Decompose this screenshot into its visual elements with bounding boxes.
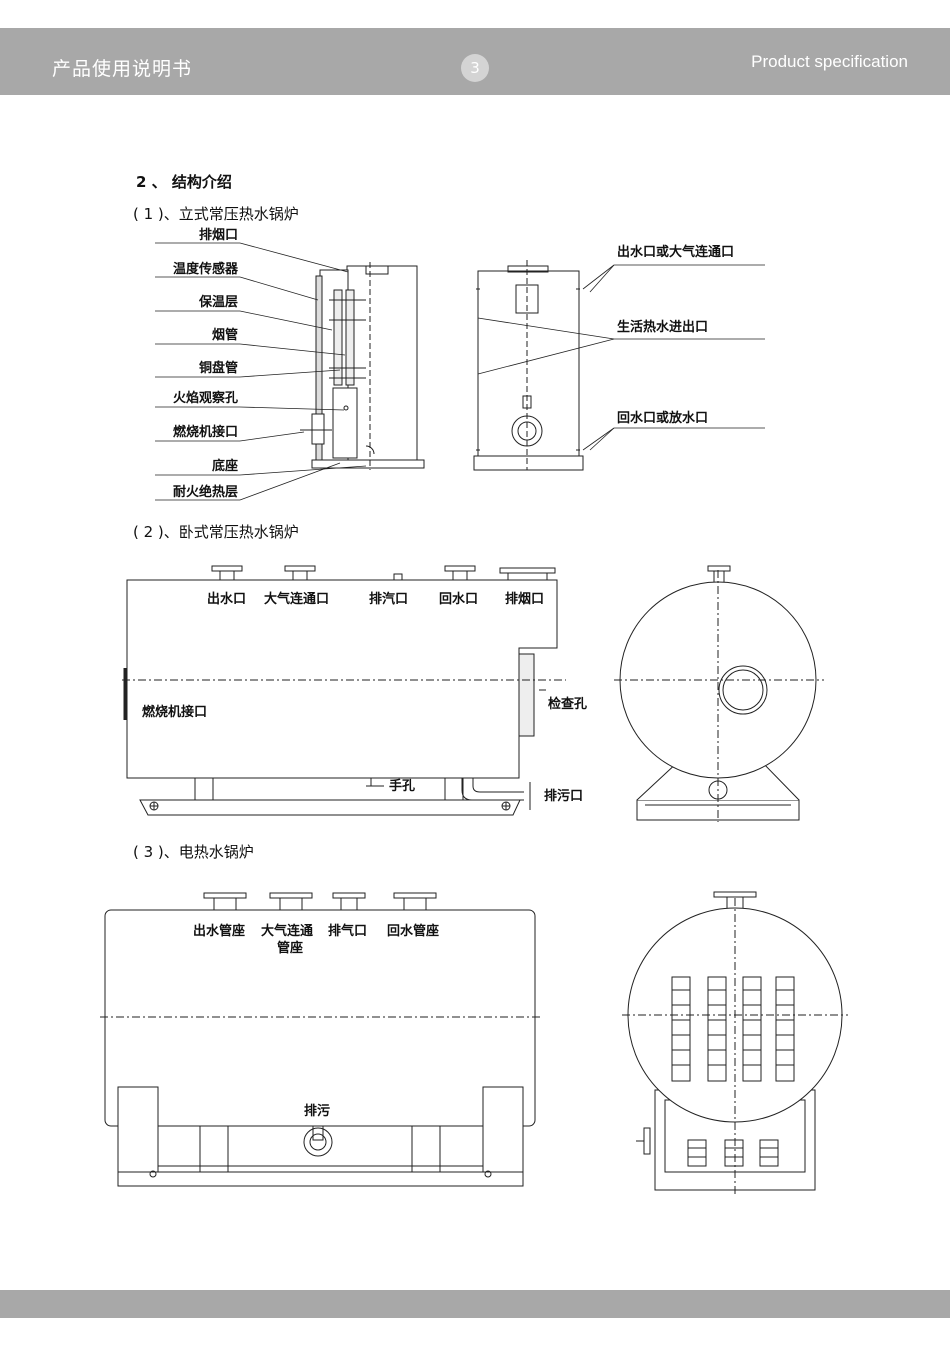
electric-boiler-side-view (100, 892, 540, 1187)
label-handhole: 手孔 (389, 778, 415, 794)
label-air-vent: 排气口 (328, 923, 367, 939)
label-water-outlet: 出水口 (207, 591, 246, 607)
label-atmosphere-vent: 大气连通口 (264, 591, 329, 607)
page-number-badge: 3 (461, 54, 489, 82)
label-refractory-layer: 耐火绝热层 (173, 484, 238, 500)
label-flue: 排烟口 (505, 591, 544, 607)
horizontal-boiler-end-view (614, 565, 824, 822)
label-base: 底座 (212, 458, 238, 474)
page-header: 产品使用说明书 3 Product specification (0, 28, 950, 95)
header-title-cn: 产品使用说明书 (52, 58, 193, 80)
label-blowdown: 排污 (304, 1103, 330, 1119)
vertical-boiler-leaders (155, 242, 765, 501)
label-temperature-sensor: 温度传感器 (173, 261, 239, 277)
label-steam-vent: 排汽口 (369, 591, 408, 607)
label-vent-nozzle-line2: 管座 (277, 940, 303, 956)
page-footer-bar (0, 1290, 950, 1318)
horizontal-boiler-heading: ( 2 )、卧式常压热水锅炉 (133, 523, 299, 541)
vertical-boiler-side-view (300, 262, 425, 470)
vertical-boiler-heading: ( 1 )、立式常压热水锅炉 (133, 205, 299, 223)
label-smoke-tube: 烟管 (212, 327, 238, 343)
horizontal-boiler-side-view (122, 565, 566, 816)
label-vent-nozzle: 大气连通 (261, 923, 313, 939)
vertical-boiler-front-view (473, 260, 584, 471)
electric-boiler-labels: 出水管座 大气连通 管座 排气口 回水管座 排污 (193, 923, 439, 1119)
label-water-return: 回水口 (439, 591, 478, 607)
vertical-boiler-right-labels: 出水口或大气连通口 生活热水进出口 回水口或放水口 (617, 244, 734, 426)
vertical-boiler-left-labels: 排烟口 温度传感器 保温层 烟管 铜盘管 火焰观察孔 燃烧机接口 底座 耐火绝热… (173, 227, 239, 500)
label-insulation-layer: 保温层 (198, 294, 238, 310)
label-outlet-nozzle: 出水管座 (193, 923, 245, 939)
label-outlet-or-vent: 出水口或大气连通口 (617, 244, 734, 260)
horizontal-boiler-labels: 出水口 大气连通口 排汽口 回水口 排烟口 燃烧机接口 检查孔 手孔 排污口 (142, 591, 587, 804)
label-return-or-drain: 回水口或放水口 (617, 410, 708, 426)
section-heading: 2 、 结构介绍 (136, 173, 232, 191)
label-burner-port: 燃烧机接口 (173, 424, 238, 440)
label-flame-sight-hole: 火焰观察孔 (173, 390, 238, 406)
header-title-en: Product specification (751, 52, 908, 71)
label-return-nozzle: 回水管座 (387, 923, 439, 939)
label-burner-interface: 燃烧机接口 (142, 704, 207, 720)
label-blowdown-outlet: 排污口 (544, 788, 583, 804)
electric-boiler-end-view (622, 891, 848, 1195)
label-inspection-hole: 检查孔 (548, 696, 587, 712)
label-domestic-hot-water: 生活热水进出口 (617, 319, 708, 335)
label-copper-coil: 铜盘管 (198, 360, 238, 376)
label-flue-outlet: 排烟口 (199, 227, 238, 243)
electric-boiler-heading: ( 3 )、电热水锅炉 (133, 843, 254, 861)
